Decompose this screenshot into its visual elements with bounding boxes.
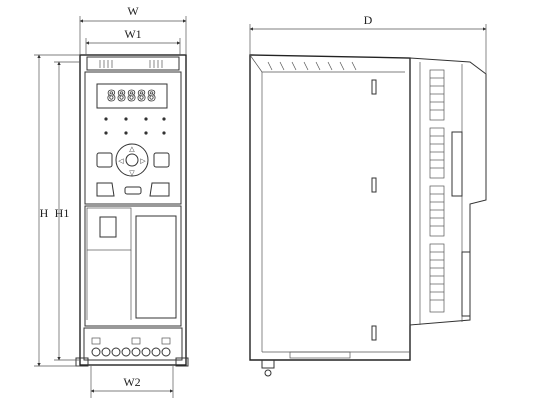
right-arrow-icon[interactable]: ▷	[140, 157, 146, 165]
mount-foot-right	[175, 357, 189, 367]
mount-width-label: W2	[123, 375, 140, 389]
top-vents	[99, 60, 163, 68]
keypad-panel	[84, 71, 182, 205]
stop-key[interactable]	[149, 182, 170, 197]
bottom-rail	[289, 351, 351, 359]
function-key[interactable]	[124, 186, 142, 195]
enter-key[interactable]	[125, 153, 139, 167]
side-slot-top	[371, 79, 377, 95]
led-display	[96, 83, 168, 109]
lower-housing	[84, 205, 182, 327]
top-vents-side	[267, 61, 357, 71]
dimension-line-depth	[249, 24, 487, 74]
front-view: 88888 △ ▽ ◁ ▷	[75, 54, 189, 367]
left-arrow-icon[interactable]: ◁	[118, 157, 124, 165]
depth-label: D	[364, 13, 373, 27]
side-slot-bottom	[371, 325, 377, 341]
width-label: W	[127, 4, 139, 18]
run-key[interactable]	[96, 182, 115, 197]
up-arrow-icon[interactable]: △	[129, 145, 135, 153]
prog-key[interactable]	[96, 152, 113, 168]
led-digits: 88888	[107, 87, 157, 105]
navigation-ring[interactable]	[115, 143, 149, 177]
side-slot-middle	[371, 177, 377, 193]
fan-bracket-upper	[451, 131, 463, 197]
indicator-leds	[104, 117, 166, 135]
terminal-strip	[83, 327, 183, 361]
shift-key[interactable]	[153, 152, 170, 168]
terminal-screws	[91, 337, 171, 357]
mount-foot-left	[75, 357, 89, 367]
heatsink	[409, 57, 487, 326]
inner-height-label: H1	[55, 206, 70, 220]
port-square	[99, 216, 117, 238]
side-body-outline	[249, 54, 411, 361]
front-body-outline	[79, 54, 187, 366]
lower-left-panel	[86, 207, 132, 251]
dimension-lines-front	[34, 16, 187, 398]
bottom-screw	[264, 369, 272, 377]
inner-width-label: W1	[124, 27, 141, 41]
fan-bracket-lower	[461, 251, 471, 317]
top-cap	[86, 56, 180, 71]
side-view	[249, 54, 487, 377]
terminal-cover	[135, 215, 177, 319]
heatsink-fins	[429, 69, 445, 313]
down-arrow-icon[interactable]: ▽	[129, 169, 135, 177]
height-label: H	[40, 206, 49, 220]
